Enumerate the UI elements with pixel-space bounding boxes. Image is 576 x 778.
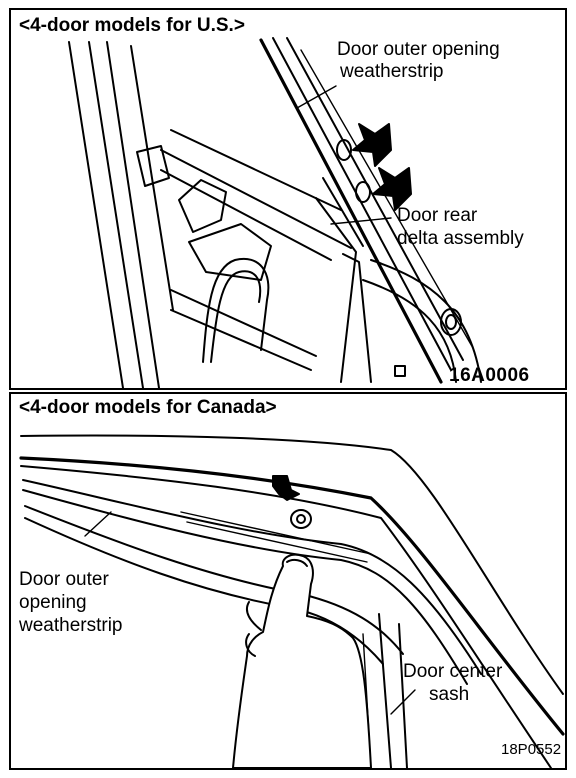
us-weatherstrip-label-line1: Door outer opening (337, 39, 500, 60)
delta-assembly-label-line1: Door rear (397, 205, 478, 226)
canada-weatherstrip-label-line3: weatherstrip (19, 615, 123, 636)
center-sash-label-line2: sash (429, 684, 470, 705)
canada-weatherstrip-label-line1: Door outer (19, 569, 109, 590)
canada-figure-code: 18P0552 (501, 741, 562, 758)
canada-weatherstrip-label-line2: opening (19, 592, 87, 613)
us-weatherstrip-label-line2: weatherstrip (340, 61, 444, 82)
canada-door-illustration (19, 434, 565, 768)
us-door-illustration (68, 37, 482, 388)
us-model-title: <4-door models for U.S.> (19, 15, 245, 36)
canada-model-panel: <4-door models for Canada> Door outer op… (9, 392, 567, 770)
us-figure-code: 16A0006 (449, 365, 530, 386)
canada-model-title: <4-door models for Canada> (19, 397, 277, 418)
center-sash-label-line1: Door center (403, 661, 503, 682)
delta-assembly-label-line2: delta assembly (397, 228, 524, 249)
us-model-panel: <4-door models for U.S.> Door outer open… (9, 8, 567, 390)
